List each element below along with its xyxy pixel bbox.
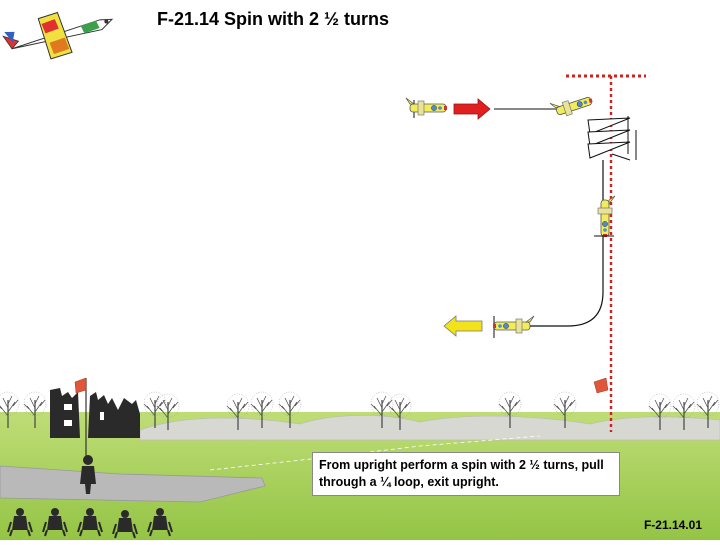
spin-rotation-symbols xyxy=(587,116,637,161)
entry-arrow xyxy=(453,98,491,120)
distant-hills xyxy=(139,415,720,441)
runway xyxy=(0,465,266,503)
left-flag xyxy=(74,377,87,456)
quarter-loop xyxy=(530,291,604,327)
figure-description: From upright perform a spin with 2 ½ tur… xyxy=(312,452,620,496)
model-plane-icon xyxy=(492,315,535,334)
figure-code: F-21.14.01 xyxy=(643,518,702,532)
pilot-silhouette-icon xyxy=(80,455,96,494)
page-title: F-21.14 Spin with 2 ½ turns xyxy=(157,9,390,29)
flag-icon xyxy=(74,377,87,394)
model-plane-icon xyxy=(597,195,616,238)
exit-arrow xyxy=(443,315,483,337)
flag-icon xyxy=(593,377,609,394)
flight-path xyxy=(413,100,604,338)
right-flag xyxy=(593,377,609,394)
castle-ruin-icon xyxy=(50,388,140,438)
model-plane-icon xyxy=(405,97,448,116)
box-limit xyxy=(566,74,646,432)
model-plane-icon xyxy=(549,90,595,120)
aerobatic-plane-logo-icon xyxy=(2,11,114,60)
